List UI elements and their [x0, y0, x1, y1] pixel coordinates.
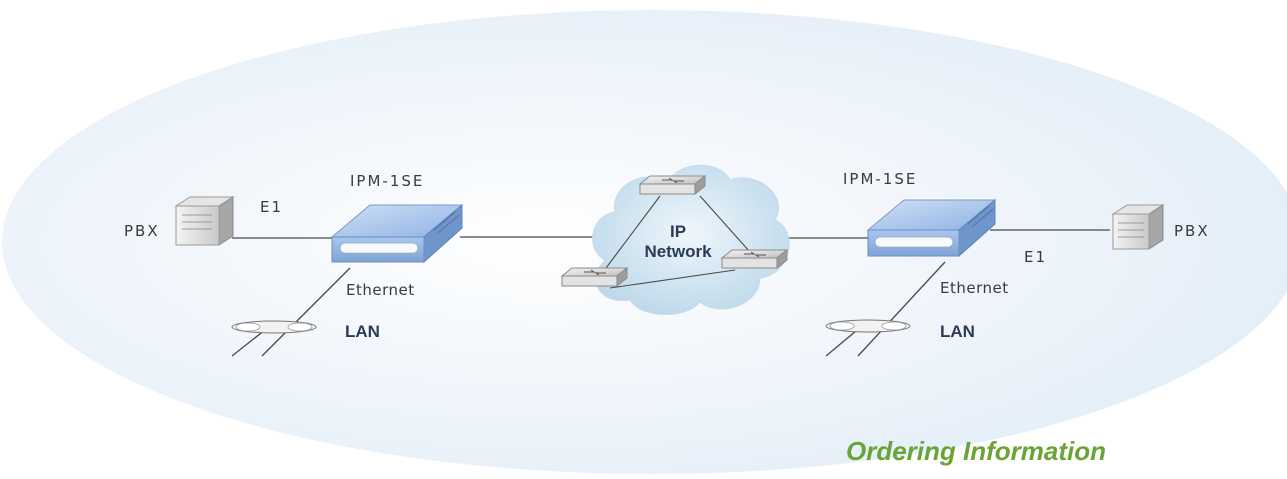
right-e1-label: E1	[1024, 248, 1048, 266]
ip-network-cloud	[592, 164, 790, 315]
right-lan-hub-icon	[825, 319, 911, 333]
switch-icon-right	[720, 248, 789, 270]
right-ethernet-label: Ethernet	[940, 279, 1009, 297]
ip-network-label: IP Network	[628, 222, 728, 262]
switch-icon-top	[638, 174, 707, 196]
right-device-label: IPM-1SE	[843, 170, 918, 188]
line-right-ethernet	[857, 261, 946, 357]
ordering-information-heading: Ordering Information	[846, 436, 1106, 466]
left-device-label: IPM-1SE	[350, 172, 425, 190]
left-lan-hub-icon	[231, 320, 317, 334]
right-pbx-icon	[1111, 204, 1165, 250]
left-lan-label: LAN	[345, 322, 380, 341]
switch-icon-left	[560, 266, 629, 288]
left-ethernet-label: Ethernet	[346, 281, 415, 299]
connection-lines	[231, 229, 1110, 357]
right-pbx-label: PBX	[1174, 222, 1210, 240]
left-ipm-device	[330, 203, 464, 264]
left-e1-label: E1	[260, 198, 284, 216]
ip-label-line1: IP	[669, 222, 687, 241]
ip-label-line2: Network	[644, 242, 712, 261]
left-pbx-icon	[174, 196, 235, 246]
line-left-ethernet	[261, 267, 351, 357]
right-lan-label: LAN	[940, 322, 975, 341]
left-pbx-label: PBX	[124, 222, 160, 240]
right-ipm-device	[866, 198, 997, 258]
